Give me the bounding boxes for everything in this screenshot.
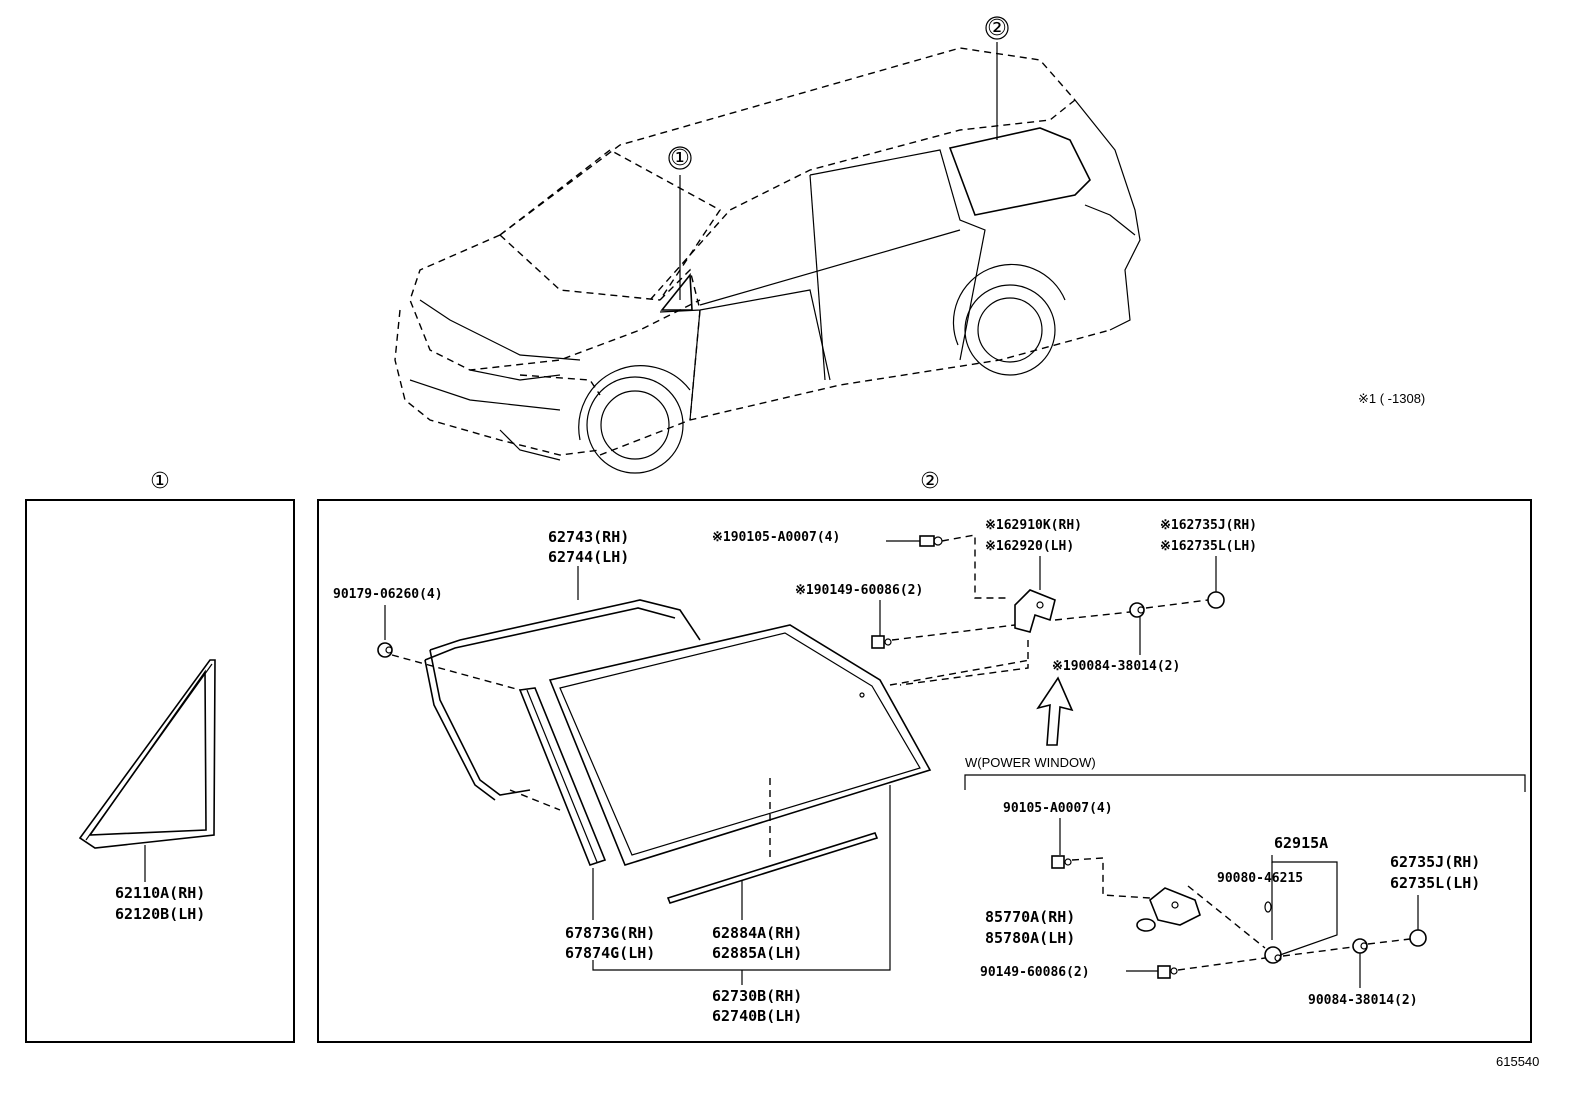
nut-icon — [377, 605, 521, 691]
front-quarter-glass — [78, 659, 216, 882]
part-62884a: 62884A(RH) — [712, 924, 802, 942]
hinge-icon — [899, 556, 1056, 686]
arrow-icon — [1036, 676, 1074, 746]
pw-part-90080: 90080-46215 — [1217, 871, 1303, 886]
pw-part-62735j: 62735J(RH) — [1390, 853, 1480, 871]
ref-2-marker: ② — [987, 16, 1007, 41]
panel-1-ref: ① — [150, 469, 170, 494]
ref-1-marker: ① — [670, 146, 690, 171]
pw-latch-bracket — [1271, 855, 1338, 956]
part-62735l-note: ※162735L(LH) — [1160, 539, 1257, 554]
part-62910k: ※162910K(RH) — [985, 518, 1082, 533]
part-62110a: 62110A(RH) — [115, 884, 205, 902]
pw-cap-icon — [1367, 895, 1427, 947]
cap-icon — [1145, 556, 1225, 609]
part-62120b: 62120B(LH) — [115, 905, 205, 923]
pw-spacer-icon — [1282, 938, 1368, 988]
vehicle-ref-2: ② — [985, 16, 1009, 41]
power-window-bracket — [964, 774, 1526, 792]
part-62740b: 62740B(LH) — [712, 1007, 802, 1025]
bolt-icon — [871, 600, 1016, 649]
part-62920: ※162920(LH) — [985, 539, 1074, 554]
motor-icon — [1136, 885, 1266, 949]
part-62730b: 62730B(RH) — [712, 987, 802, 1005]
part-62743: 62743(RH) — [548, 528, 629, 546]
power-window-title: W(POWER WINDOW) — [965, 755, 1096, 770]
panel-1-frame — [25, 499, 295, 1043]
vehicle-illustration — [394, 42, 1141, 474]
pw-part-85770a: 85770A(RH) — [985, 908, 1075, 926]
part-90105-note: ※190105-A0007(4) — [712, 530, 840, 545]
pw-part-90105: 90105-A0007(4) — [1003, 801, 1113, 816]
pw-part-90084: 90084-38014(2) — [1308, 993, 1418, 1008]
pw-part-90149: 90149-60086(2) — [980, 965, 1090, 980]
date-note: ※1 ( -1308) — [1358, 391, 1425, 406]
vehicle-ref-1: ① — [668, 146, 692, 171]
seal-strip — [509, 687, 607, 920]
part-67873g: 67873G(RH) — [565, 924, 655, 942]
pw-part-85780a: 85780A(LH) — [985, 929, 1075, 947]
part-90149-note: ※190149-60086(2) — [795, 583, 923, 598]
part-90179: 90179-06260(4) — [333, 587, 443, 602]
part-67874g: 67874G(LH) — [565, 944, 655, 962]
pw-part-62915a: 62915A — [1274, 834, 1328, 852]
moulding — [666, 832, 879, 920]
spacer-icon — [1054, 602, 1145, 655]
figure-number: 615540 — [1496, 1054, 1539, 1069]
part-62744: 62744(LH) — [548, 548, 629, 566]
panel-2-frame — [317, 499, 1532, 1043]
pw-bolt-icon — [1126, 957, 1266, 979]
grommet-icon — [1264, 862, 1273, 940]
screw-icon — [886, 534, 1010, 599]
panel-2-ref: ② — [920, 469, 940, 494]
weatherstrip — [424, 566, 701, 801]
part-62885a: 62885A(LH) — [712, 944, 802, 962]
part-90084-note: ※190084-38014(2) — [1052, 659, 1180, 674]
part-62735j-note: ※162735J(RH) — [1160, 518, 1257, 533]
latch-icon — [1264, 946, 1282, 964]
pw-screw-icon — [1051, 818, 1151, 899]
quarter-glass — [548, 624, 1031, 866]
pw-part-62735l: 62735L(LH) — [1390, 874, 1480, 892]
assembly-bracket — [592, 785, 891, 971]
